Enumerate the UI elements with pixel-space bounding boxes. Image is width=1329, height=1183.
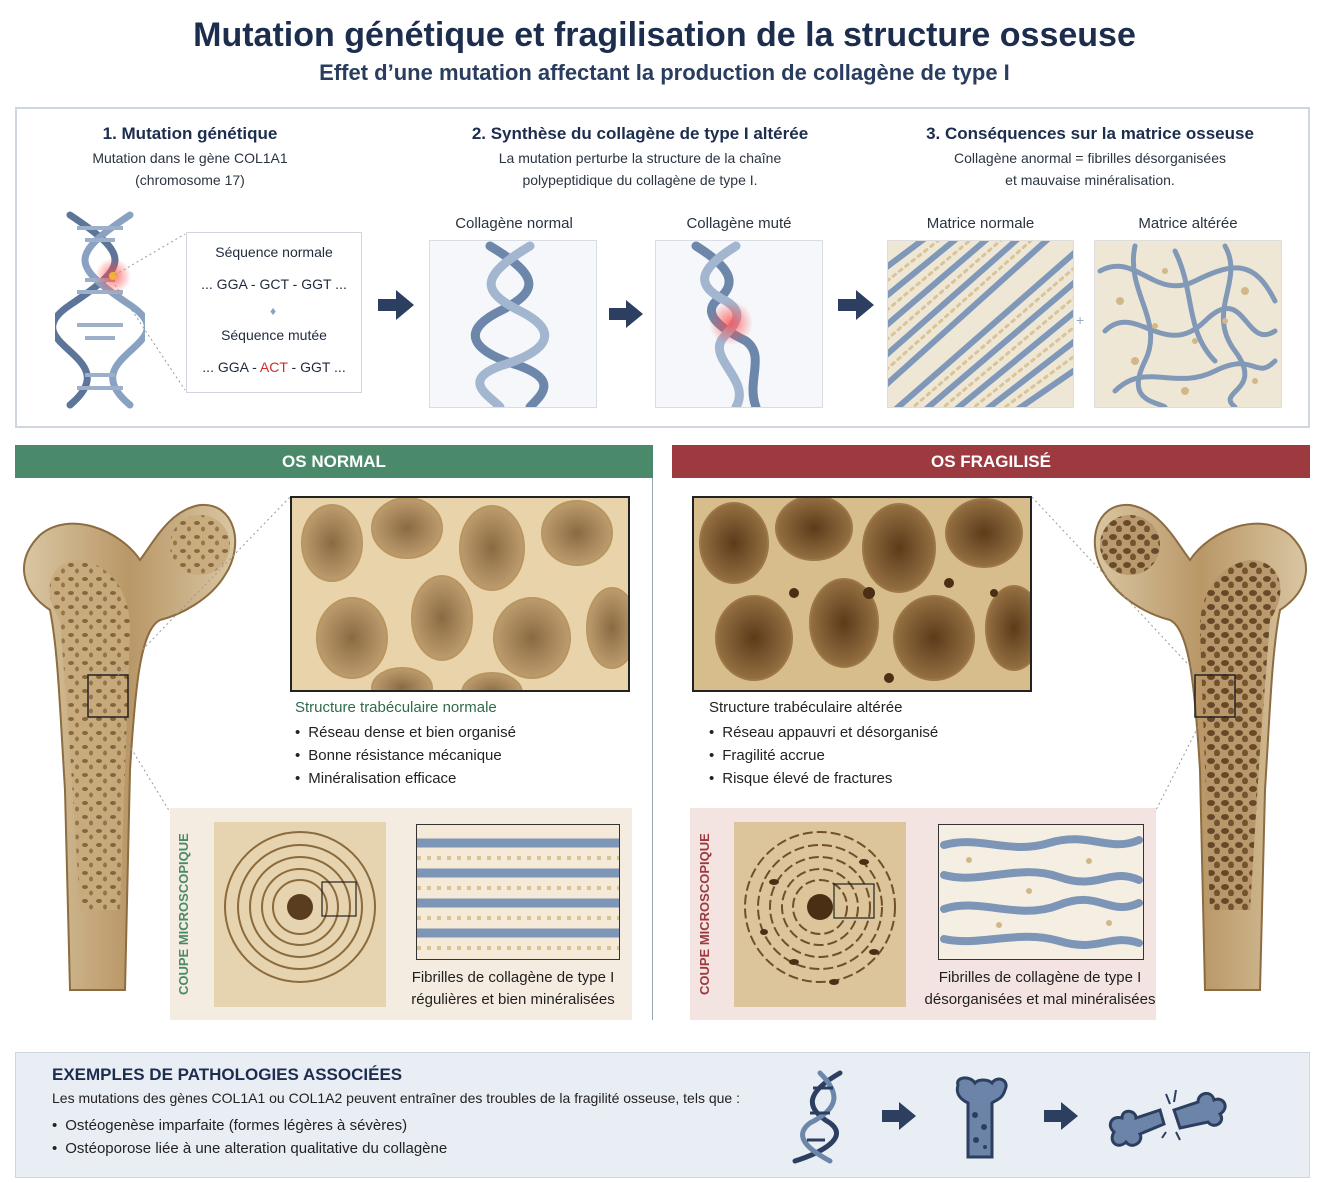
arrow-right-icon: [378, 290, 414, 320]
matrix-altered-label: Matrice altérée: [1138, 215, 1238, 232]
pathologies-panel: [15, 1052, 1310, 1178]
pathologies-title: EXEMPLES DE PATHOLOGIES ASSOCIÉES: [52, 1065, 403, 1084]
step-1-title: 1. Mutation génétique: [102, 124, 278, 143]
pathologies-intro: Les mutations des gènes COL1A1 ou COL1A2…: [52, 1090, 740, 1106]
normal-fibril-caption: Fibrilles de collagène de type I réguliè…: [400, 967, 626, 1011]
step-3-desc: Collagène anormal = fibrilles désorganis…: [880, 147, 1300, 191]
matrix-normal-label: Matrice normale: [926, 215, 1035, 232]
fragile-fibril-image: [938, 824, 1144, 960]
normal-sequence: ... GGA - GCT - GGT ...: [201, 276, 347, 292]
step-1-desc: Mutation dans le gène COL1A1 (chromosome…: [40, 147, 340, 191]
fragile-structure-title: Structure trabéculaire altérée: [709, 699, 903, 716]
zoom-lines: [114, 233, 186, 391]
fragile-bullet: Risque élevé de fractures: [709, 770, 938, 787]
collagen-normal-image: [429, 240, 597, 412]
normal-bone-banner: OS NORMAL: [15, 445, 653, 478]
collagen-normal-label: Collagène normal: [455, 215, 573, 232]
matrix-altered-image: [1094, 240, 1282, 410]
fragile-trabecular-image: [692, 496, 1032, 692]
step-3-title: 3. Conséquences sur la matrice osseuse: [926, 124, 1254, 143]
mutated-seq-suffix: - GGT ...: [287, 359, 346, 375]
pathology-item: Ostéogenèse imparfaite (formes légères à…: [52, 1117, 447, 1134]
fragile-bullets: Réseau appauvri et désorganisé Fragilité…: [709, 724, 938, 793]
step-1-desc-line-1: Mutation dans le gène COL1A1: [92, 150, 288, 166]
collagen-mutated-label: Collagène muté: [686, 215, 792, 232]
dna-icon: [792, 1070, 843, 1164]
normal-fibril-image: [412, 824, 624, 960]
pathology-item: Ostéoporose liée à une alteration qualit…: [52, 1140, 447, 1157]
normal-sequence-label: Séquence normale: [215, 244, 333, 260]
normal-bullet: Bonne résistance mécanique: [295, 747, 516, 764]
mutated-sequence-label: Séquence mutée: [221, 327, 327, 343]
page-title: Mutation génétique et fragilisation de l…: [193, 16, 1136, 54]
step-2-desc-line-2: polypeptidique du collagène de type I.: [522, 172, 758, 188]
arrow-right-icon: [609, 300, 643, 328]
bone-icon: [955, 1076, 1008, 1159]
sequence-box: [186, 232, 362, 393]
fragile-fibril-caption-line-2: désorganisées et mal minéralisées: [924, 991, 1156, 1008]
mutated-seq-prefix: ... GGA -: [202, 359, 260, 375]
fragile-femur-illustration: [1093, 503, 1307, 991]
broken-bone-icon: [1108, 1089, 1227, 1147]
step-1-desc-line-2: (chromosome 17): [135, 172, 245, 188]
mutated-codon: ACT: [259, 359, 288, 375]
step-3-desc-line-2: et mauvaise minéralisation.: [1005, 172, 1175, 188]
fragile-bullet: Fragilité accrue: [709, 747, 938, 764]
arrow-right-icon: [882, 1102, 916, 1130]
step-2-desc: La mutation perturbe la structure de la …: [430, 147, 850, 191]
collagen-mutated-image: [655, 240, 823, 412]
fragile-bullet: Réseau appauvri et désorganisé: [709, 724, 938, 741]
normal-osteon-illustration: [214, 822, 386, 1007]
normal-fibril-caption-line-1: Fibrilles de collagène de type I: [411, 969, 615, 986]
normal-fibril-caption-line-2: régulières et bien minéralisées: [411, 991, 615, 1008]
normal-structure-title: Structure trabéculaire normale: [295, 699, 497, 716]
step-3-desc-line-1: Collagène anormal = fibrilles désorganis…: [954, 150, 1226, 166]
arrow-right-icon: [838, 290, 874, 320]
normal-femur-illustration: [23, 503, 237, 991]
fragile-fibril-caption-line-1: Fibrilles de collagène de type I: [938, 969, 1142, 986]
normal-zoom-lines: [118, 497, 291, 818]
pathologies-list: Ostéogenèse imparfaite (formes légères à…: [52, 1117, 447, 1163]
fragile-fibril-caption: Fibrilles de collagène de type I désorga…: [920, 967, 1160, 1011]
step-2-desc-line-1: La mutation perturbe la structure de la …: [498, 150, 782, 166]
fragile-zoom-lines: [1031, 497, 1199, 813]
transition-diamond-icon: ♦: [270, 304, 277, 318]
divider: [652, 478, 653, 1020]
plus-icon: +: [1076, 312, 1085, 328]
step-2-title: 2. Synthèse du collagène de type I altér…: [471, 124, 809, 143]
normal-bullets: Réseau dense et bien organisé Bonne rési…: [295, 724, 516, 793]
arrow-right-icon: [1044, 1102, 1078, 1130]
fragile-osteon-illustration: [734, 822, 906, 1007]
matrix-normal-image: [865, 218, 1091, 419]
fragile-bone-banner: OS FRAGILISÉ: [672, 445, 1310, 478]
normal-bullet: Minéralisation efficace: [295, 770, 516, 787]
page-subtitle: Effet d’une mutation affectant la produc…: [319, 60, 1010, 85]
mutated-sequence: ... GGA - ACT - GGT ...: [186, 359, 362, 375]
normal-trabecular-image: [290, 496, 630, 692]
dna-helix-illustration: [55, 211, 145, 409]
normal-bullet: Réseau dense et bien organisé: [295, 724, 516, 741]
